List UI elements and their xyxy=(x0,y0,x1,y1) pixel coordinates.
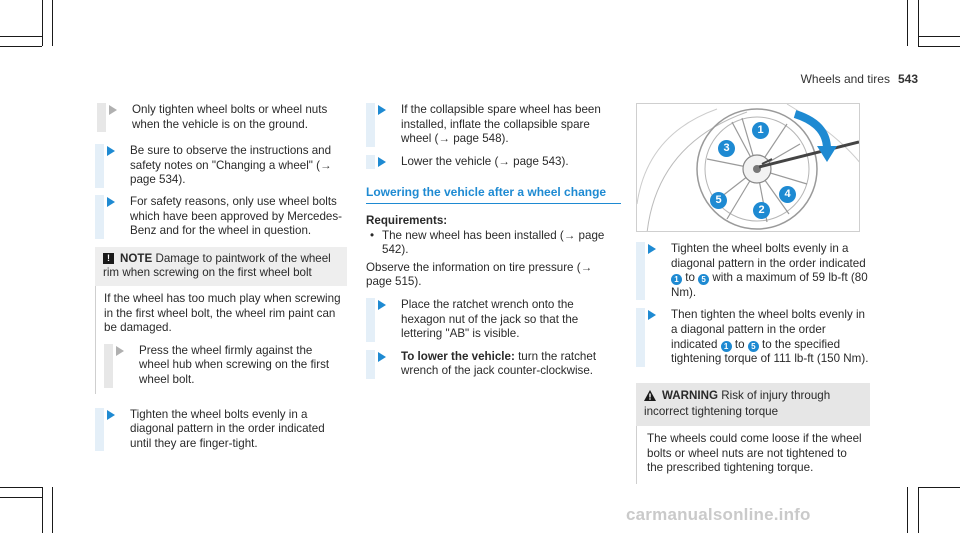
step-item: For safety reasons, only use wheel bolts… xyxy=(95,194,347,239)
crop-mark xyxy=(42,487,43,533)
crop-mark xyxy=(0,46,42,47)
arrow-icon xyxy=(378,299,386,310)
crop-mark xyxy=(0,487,42,488)
arrow-icon xyxy=(107,196,115,207)
step-item: Tighten the wheel bolts evenly in a diag… xyxy=(636,242,870,301)
step-item: Tighten the wheel bolts evenly in a diag… xyxy=(95,407,347,452)
step-text: Then tighten the wheel bolts evenly in a… xyxy=(671,308,870,366)
arrow-icon xyxy=(648,310,656,321)
note-body: If the wheel has too much play when scre… xyxy=(95,285,347,394)
crop-mark xyxy=(52,487,53,533)
crop-mark xyxy=(918,487,919,533)
step-text: Lower the vehicle (→ page 543). xyxy=(401,154,569,168)
callout-1: 1 xyxy=(752,122,769,139)
crop-mark xyxy=(918,36,960,37)
step-bold-label: To lower the vehicle: xyxy=(401,349,515,363)
step-text: Be sure to observe the instructions and … xyxy=(130,144,332,187)
callout-4: 4 xyxy=(779,186,796,203)
crop-mark xyxy=(0,497,42,498)
step-item: Press the wheel firmly against the wheel… xyxy=(104,343,341,388)
arrow-icon xyxy=(116,345,124,356)
arrow-icon xyxy=(109,105,117,115)
step-text-c: with a maximum of 59 lb-ft (80 Nm). xyxy=(671,271,868,299)
warning-box: WARNING Risk of injury through incorrect… xyxy=(636,382,870,426)
crop-mark xyxy=(918,0,919,46)
badge-icon-1: 1 xyxy=(671,274,682,286)
crop-mark xyxy=(907,0,908,46)
watermark: carmanualsonline.info xyxy=(626,505,811,524)
column-2: If the collapsible spare wheel has been … xyxy=(366,103,621,379)
warning-title-text: Risk of injury through incorrect tighten… xyxy=(644,388,831,419)
step-text-a: Then tighten the wheel bolts evenly in a… xyxy=(671,308,865,351)
step-text: Only tighten wheel bolts or wheel nuts w… xyxy=(132,103,328,131)
step-item: Then tighten the wheel bolts evenly in a… xyxy=(636,308,870,367)
arrow-icon xyxy=(378,156,386,167)
exclamation-icon: ! xyxy=(103,252,114,264)
step-item: Only tighten wheel bolts or wheel nuts w… xyxy=(97,103,347,133)
note-body-text: If the wheel has too much play when scre… xyxy=(104,291,341,335)
step-text-rest: turn the ratchet wrench of the jack coun… xyxy=(401,349,597,378)
page-number: 543 xyxy=(897,72,918,86)
step-text-c: to the specified tightening torque of 11… xyxy=(671,337,869,366)
step-text: If the collapsible spare wheel has been … xyxy=(401,103,601,146)
step-text-a: Tighten the wheel bolts evenly in a diag… xyxy=(671,242,866,270)
arrow-icon xyxy=(107,409,115,420)
note-title: NOTE xyxy=(120,251,153,265)
callout-2: 2 xyxy=(753,202,770,219)
requirement-text: The new wheel has been installed (→ page… xyxy=(382,228,605,257)
badge-icon-5: 5 xyxy=(747,340,759,352)
crop-mark xyxy=(918,487,960,488)
crop-mark xyxy=(907,487,908,533)
column-1: Only tighten wheel bolts or wheel nuts w… xyxy=(95,103,347,452)
arrow-icon xyxy=(378,105,386,115)
badge-icon-1: 1 xyxy=(720,340,732,352)
arrow-icon xyxy=(107,146,115,157)
step-text: Press the wheel firmly against the wheel… xyxy=(139,343,330,386)
wheel-illustration xyxy=(637,104,859,231)
step-text: Tighten the wheel bolts evenly in a diag… xyxy=(130,407,325,450)
section-title: Wheels and tires xyxy=(800,72,890,86)
step-item: If the collapsible spare wheel has been … xyxy=(366,103,621,147)
page-header: Wheels and tires 543 xyxy=(801,72,918,86)
step-text: To lower the vehicle: turn the ratchet w… xyxy=(401,350,621,379)
step-text: Place the ratchet wrench onto the hexago… xyxy=(401,297,579,341)
step-item: Lower the vehicle (→ page 543). xyxy=(366,154,621,170)
crop-mark xyxy=(42,0,43,46)
warning-title: WARNING xyxy=(662,388,719,402)
step-item: Place the ratchet wrench onto the hexago… xyxy=(366,297,621,342)
callout-5: 5 xyxy=(710,192,727,209)
step-item: Be sure to observe the instructions and … xyxy=(95,144,347,188)
section-heading: Lowering the vehicle after a wheel chang… xyxy=(366,185,621,204)
crop-mark xyxy=(52,0,53,46)
requirements-label: Requirements: xyxy=(366,213,448,227)
badge-icon-5: 5 xyxy=(698,274,710,286)
step-item: To lower the vehicle: turn the ratchet w… xyxy=(366,349,621,379)
warning-triangle-icon xyxy=(644,389,656,406)
crop-mark xyxy=(918,46,960,47)
step-text: Tighten the wheel bolts evenly in a diag… xyxy=(671,242,870,300)
step-text: For safety reasons, only use wheel bolts… xyxy=(130,194,343,238)
warning-body-text: The wheels could come loose if the wheel… xyxy=(647,431,862,475)
note-title-text: Damage to paintwork of the wheel rim whe… xyxy=(103,251,331,280)
warning-body: The wheels could come loose if the wheel… xyxy=(636,425,870,484)
requirement-item: The new wheel has been installed (→ page… xyxy=(370,229,621,258)
step-text-b: to xyxy=(685,271,695,285)
column-3: Tighten the wheel bolts evenly in a diag… xyxy=(636,242,870,484)
crop-mark xyxy=(0,36,42,37)
arrow-icon xyxy=(378,351,386,362)
note-box: ! NOTE Damage to paintwork of the wheel r… xyxy=(95,246,347,286)
callout-3: 3 xyxy=(718,140,735,157)
observe-text: Observe the information on tire pressure… xyxy=(366,260,593,289)
wheel-bolt-figure: 1 2 3 4 5 xyxy=(636,103,860,232)
step-text-b: to xyxy=(734,337,745,351)
arrow-icon xyxy=(648,244,656,254)
